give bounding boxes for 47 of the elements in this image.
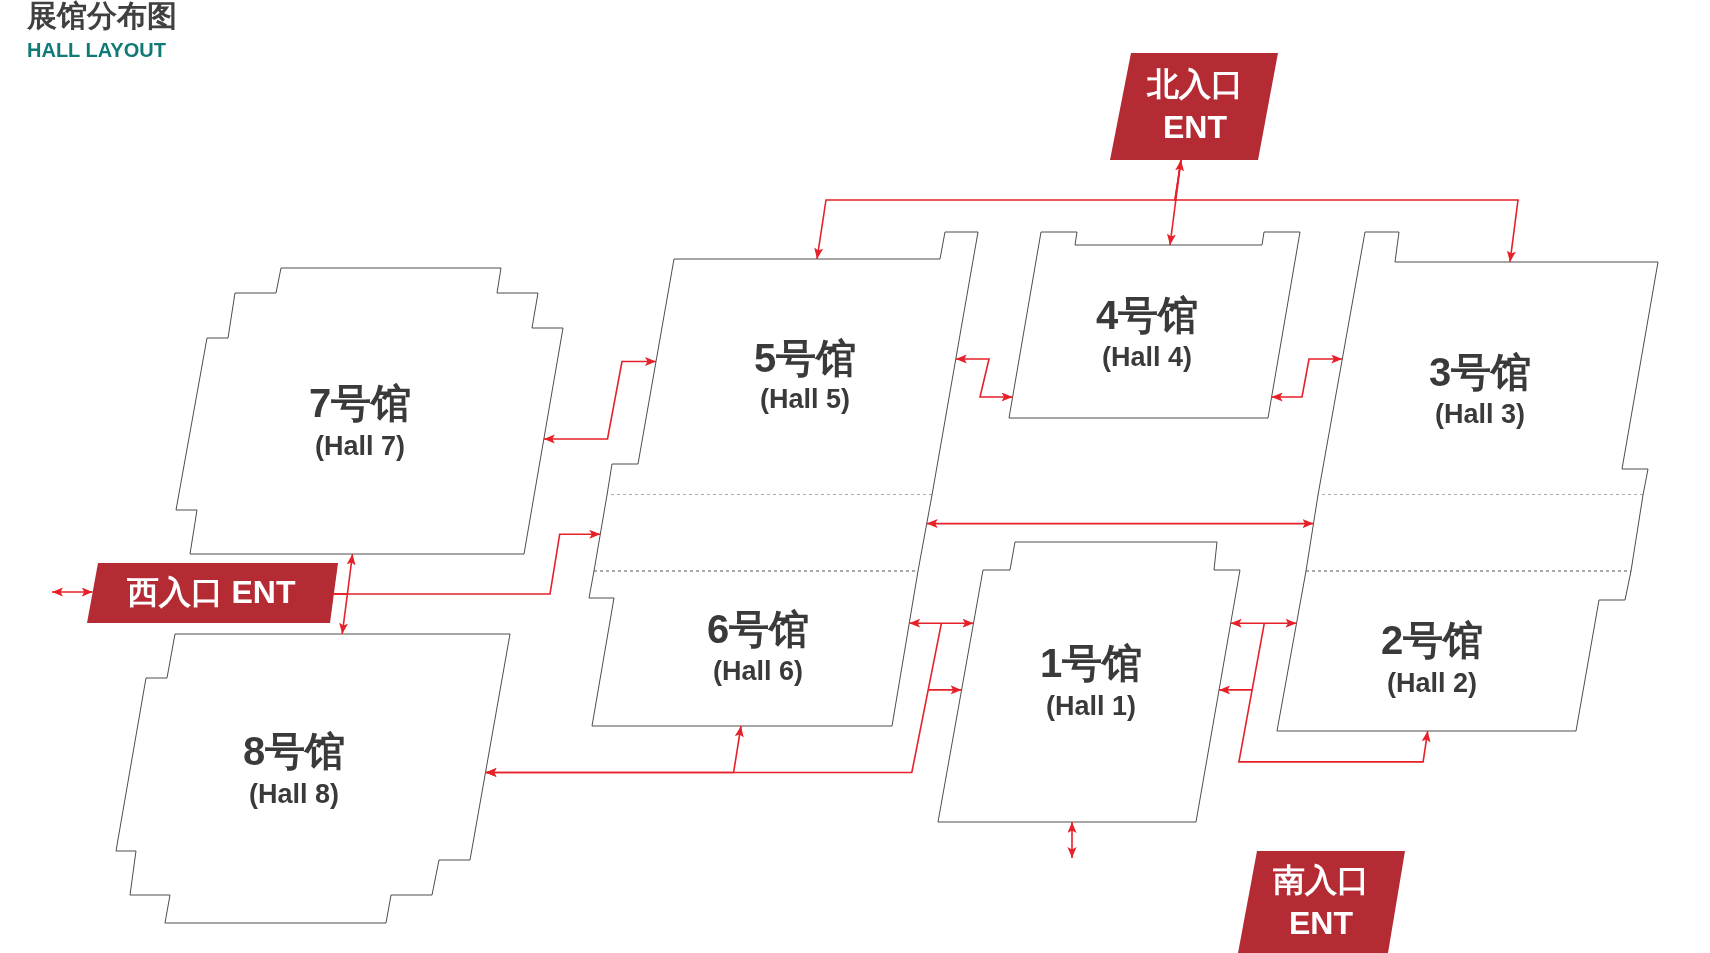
entrance-banner [87, 563, 338, 623]
hall-number-label: 6号馆 [706, 607, 810, 651]
hall-floor-area [1277, 571, 1631, 731]
hall-floor-area [176, 268, 563, 554]
hall-number-label: 8号馆 [242, 729, 346, 773]
corridor-area [1306, 495, 1643, 571]
double-arrow [925, 519, 1315, 529]
hall-floor-area [938, 542, 1240, 822]
arrow [333, 529, 602, 595]
hall-floor-area [607, 232, 978, 495]
entrance-label: 西入口 ENT [126, 575, 296, 611]
hall-floor-area [116, 634, 510, 923]
double-arrow [543, 357, 657, 444]
hall-english-label: (Hall 4) [1102, 343, 1192, 373]
double-arrow [1229, 618, 1298, 628]
hall-number-label: 3号馆 [1428, 350, 1532, 394]
entrance-banner [1110, 53, 1278, 160]
double-arrow [484, 725, 744, 777]
double-arrow [955, 354, 1014, 402]
hall-english-label: (Hall 7) [315, 432, 405, 462]
hall-english-label: (Hall 1) [1046, 692, 1136, 722]
arrow [1174, 159, 1519, 263]
hall-english-label: (Hall 2) [1387, 669, 1477, 699]
double-arrow [908, 618, 975, 628]
corridor-area [594, 495, 932, 571]
double-arrow [51, 587, 94, 597]
hall-floor-area [1009, 232, 1300, 418]
hall-english-label: (Hall 3) [1435, 400, 1525, 430]
hall-number-label: 7号馆 [308, 381, 412, 425]
page-title: 展馆分布图 [27, 0, 177, 32]
page-subtitle: HALL LAYOUT [27, 40, 166, 61]
double-arrow [1067, 821, 1077, 859]
entrance-label: 南入口 ENT [1272, 861, 1370, 943]
double-arrow [1166, 159, 1185, 246]
hall-number-label: 4号馆 [1095, 293, 1199, 337]
entrance-banner [1238, 851, 1405, 953]
hall-english-label: (Hall 6) [713, 657, 803, 687]
hall-floor-area [1318, 232, 1658, 495]
hall-floor-area [589, 571, 918, 726]
hall-english-label: (Hall 5) [760, 385, 850, 415]
entrance-label: 北入口 ENT [1145, 65, 1244, 147]
hall-english-label: (Hall 8) [249, 780, 339, 810]
double-arrow [1270, 354, 1344, 402]
hall-number-label: 2号馆 [1380, 618, 1484, 662]
double-arrow [1218, 622, 1431, 763]
hall-number-label: 1号馆 [1039, 641, 1143, 685]
hall-number-label: 5号馆 [753, 336, 857, 380]
